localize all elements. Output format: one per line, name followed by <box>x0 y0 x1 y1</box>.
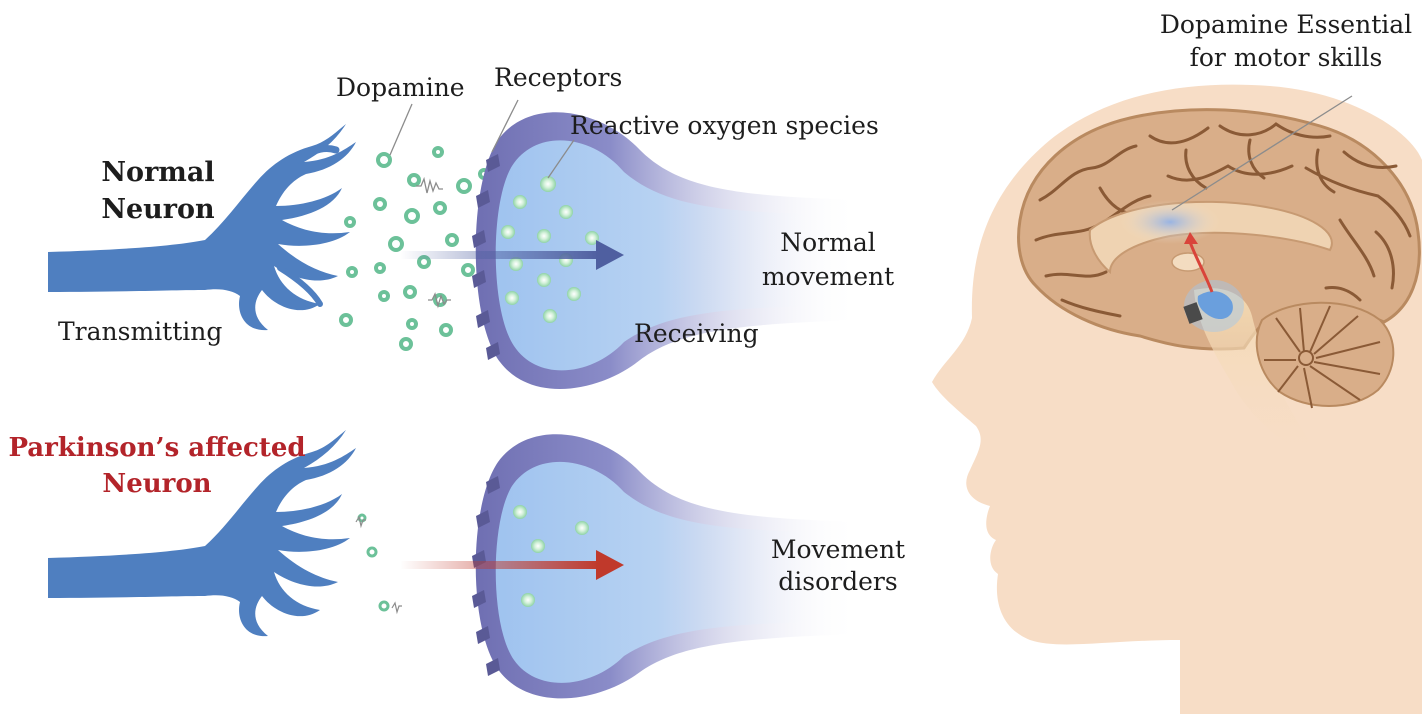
movement-disorders-line2: disorders <box>758 566 918 598</box>
dopamine-label: Dopamine <box>336 72 465 103</box>
normal-dopamine-vesicles <box>341 148 488 349</box>
normal-movement-line1: Normal <box>748 226 908 260</box>
brain-callout-label: Dopamine Essential for motor skills <box>1150 8 1422 74</box>
movement-disorders-label: Movement disorders <box>758 534 918 598</box>
reactive-oxygen-species-label: Reactive oxygen species <box>570 110 879 141</box>
brain-callout-line1: Dopamine Essential <box>1150 8 1422 41</box>
parkinsons-neuron-title-line1: Parkinson’s affected <box>8 430 306 466</box>
parkinsons-sparse-vesicles <box>359 515 388 610</box>
parkinsons-signal-squiggle <box>356 517 402 612</box>
receptors-label: Receptors <box>494 62 622 93</box>
brain-callout-line2: for motor skills <box>1150 41 1422 74</box>
parkinsons-neuron-title: Parkinson’s affected Neuron <box>8 430 306 502</box>
parkinsons-neuron-title-line2: Neuron <box>8 466 306 502</box>
normal-neuron-title-line2: Neuron <box>96 191 220 228</box>
normal-neuron-title-line1: Normal <box>96 154 220 191</box>
transmitting-label: Transmitting <box>58 316 222 347</box>
movement-disorders-line1: Movement <box>758 534 918 566</box>
receiving-label: Receiving <box>634 318 759 349</box>
normal-movement-line2: movement <box>748 260 908 294</box>
normal-movement-label: Normal movement <box>748 226 908 294</box>
normal-neuron-title: Normal Neuron <box>96 154 220 228</box>
